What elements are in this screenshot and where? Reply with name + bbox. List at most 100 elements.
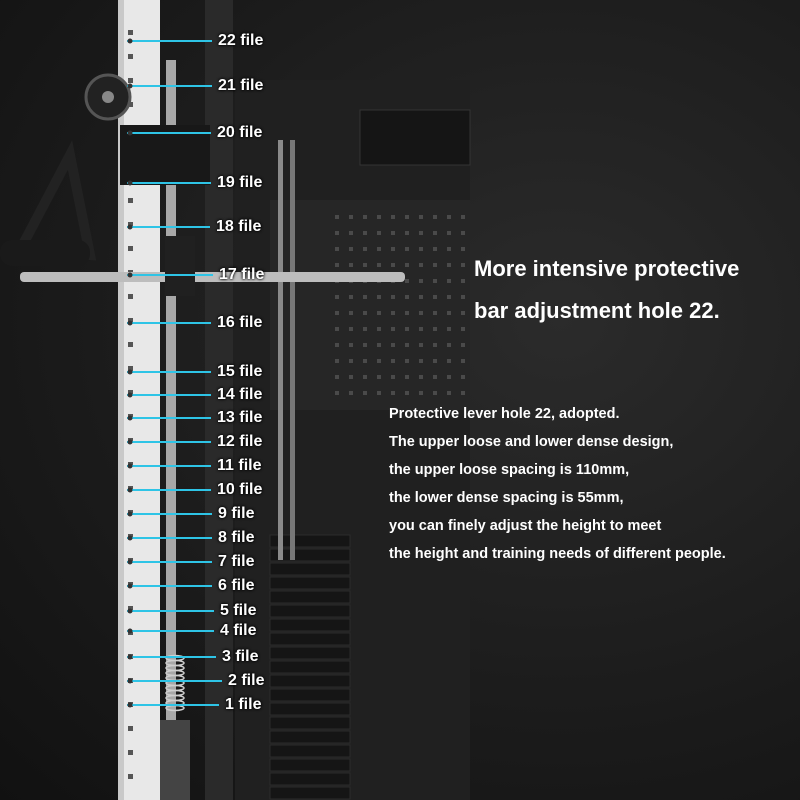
perforation [391,231,395,235]
perforation [433,215,437,219]
perforation [461,327,465,331]
perforation [391,247,395,251]
hole-label: 4 file [220,622,257,639]
weight-plate [269,730,351,744]
perforation [391,263,395,267]
perforation [363,375,367,379]
perforation [377,295,381,299]
hole-label: 20 file [217,124,263,141]
perforation [433,311,437,315]
perforation [377,359,381,363]
description-line-2: The upper loose and lower dense design, [389,434,674,450]
hole-dot [127,535,133,541]
perforation [377,247,381,251]
perforation [405,263,409,267]
hole-dot [127,487,133,493]
hole-label: 5 file [220,602,257,619]
perforation [405,231,409,235]
perforation [447,359,451,363]
weight-plate [269,618,351,632]
perforation [405,311,409,315]
carriage-block [120,125,210,185]
perforation [419,311,423,315]
hole-label: 15 file [217,363,263,380]
perforation [419,391,423,395]
perforation [335,231,339,235]
perforation [335,343,339,347]
hole-label: 1 file [225,696,262,713]
perforation [335,215,339,219]
perforation [405,343,409,347]
perforation [377,391,381,395]
hole-label: 10 file [217,481,263,498]
post-hole [128,606,133,611]
perforation [405,375,409,379]
perforation [447,279,451,283]
perforation [391,343,395,347]
weight-plate [269,688,351,702]
hole-label: 22 file [218,32,264,49]
perforation [433,247,437,251]
description-line-4: the lower dense spacing is 55mm, [389,490,624,506]
post-hole [128,54,133,59]
protective-bar [20,272,405,282]
spring [165,654,185,712]
hole-dot [127,463,133,469]
guide-pole [166,60,176,780]
weight-plate [269,716,351,730]
perforation [377,375,381,379]
weight-plate [269,576,351,590]
perforation [461,263,465,267]
post-hole [128,246,133,251]
weight-stack [269,534,351,800]
perforation [433,343,437,347]
weight-plate [269,674,351,688]
hole-dot [127,678,133,684]
weight-plate [269,646,351,660]
post-hole [128,78,133,83]
bar-clamp [165,236,195,296]
hole-marker-lines [127,38,222,708]
hole-label: 6 file [218,577,255,594]
perforation [461,375,465,379]
perforation [349,359,353,363]
perforation [419,327,423,331]
perforation [335,327,339,331]
perforation [461,231,465,235]
perforation [363,247,367,251]
description-line-6: the height and training needs of differe… [389,546,726,562]
perforation [461,359,465,363]
post-hole [128,222,133,227]
perforation [405,215,409,219]
perforation [433,263,437,267]
perforation [377,215,381,219]
perforation [447,215,451,219]
hole-dot [127,654,133,660]
hole-dot [127,511,133,517]
weight-plate [269,744,351,758]
description-line-1: Protective lever hole 22, adopted. [389,406,620,422]
weight-plate [269,660,351,674]
perforation [335,375,339,379]
perforation [391,295,395,299]
hole-dot [127,224,133,230]
perforation [363,343,367,347]
perforation [363,391,367,395]
perforation [461,247,465,251]
perforation [391,391,395,395]
hole-label: 7 file [218,553,255,570]
perforation [377,343,381,347]
hole-label: 13 file [217,409,263,426]
perforation [363,295,367,299]
post-hole [128,198,133,203]
post-hole [128,294,133,299]
weight-plate [269,786,351,800]
headline-line-1: More intensive protective [474,256,740,281]
perforation [405,247,409,251]
perforation [363,215,367,219]
perforation [419,359,423,363]
perforation [433,295,437,299]
post-hole [128,726,133,731]
perforation [391,215,395,219]
